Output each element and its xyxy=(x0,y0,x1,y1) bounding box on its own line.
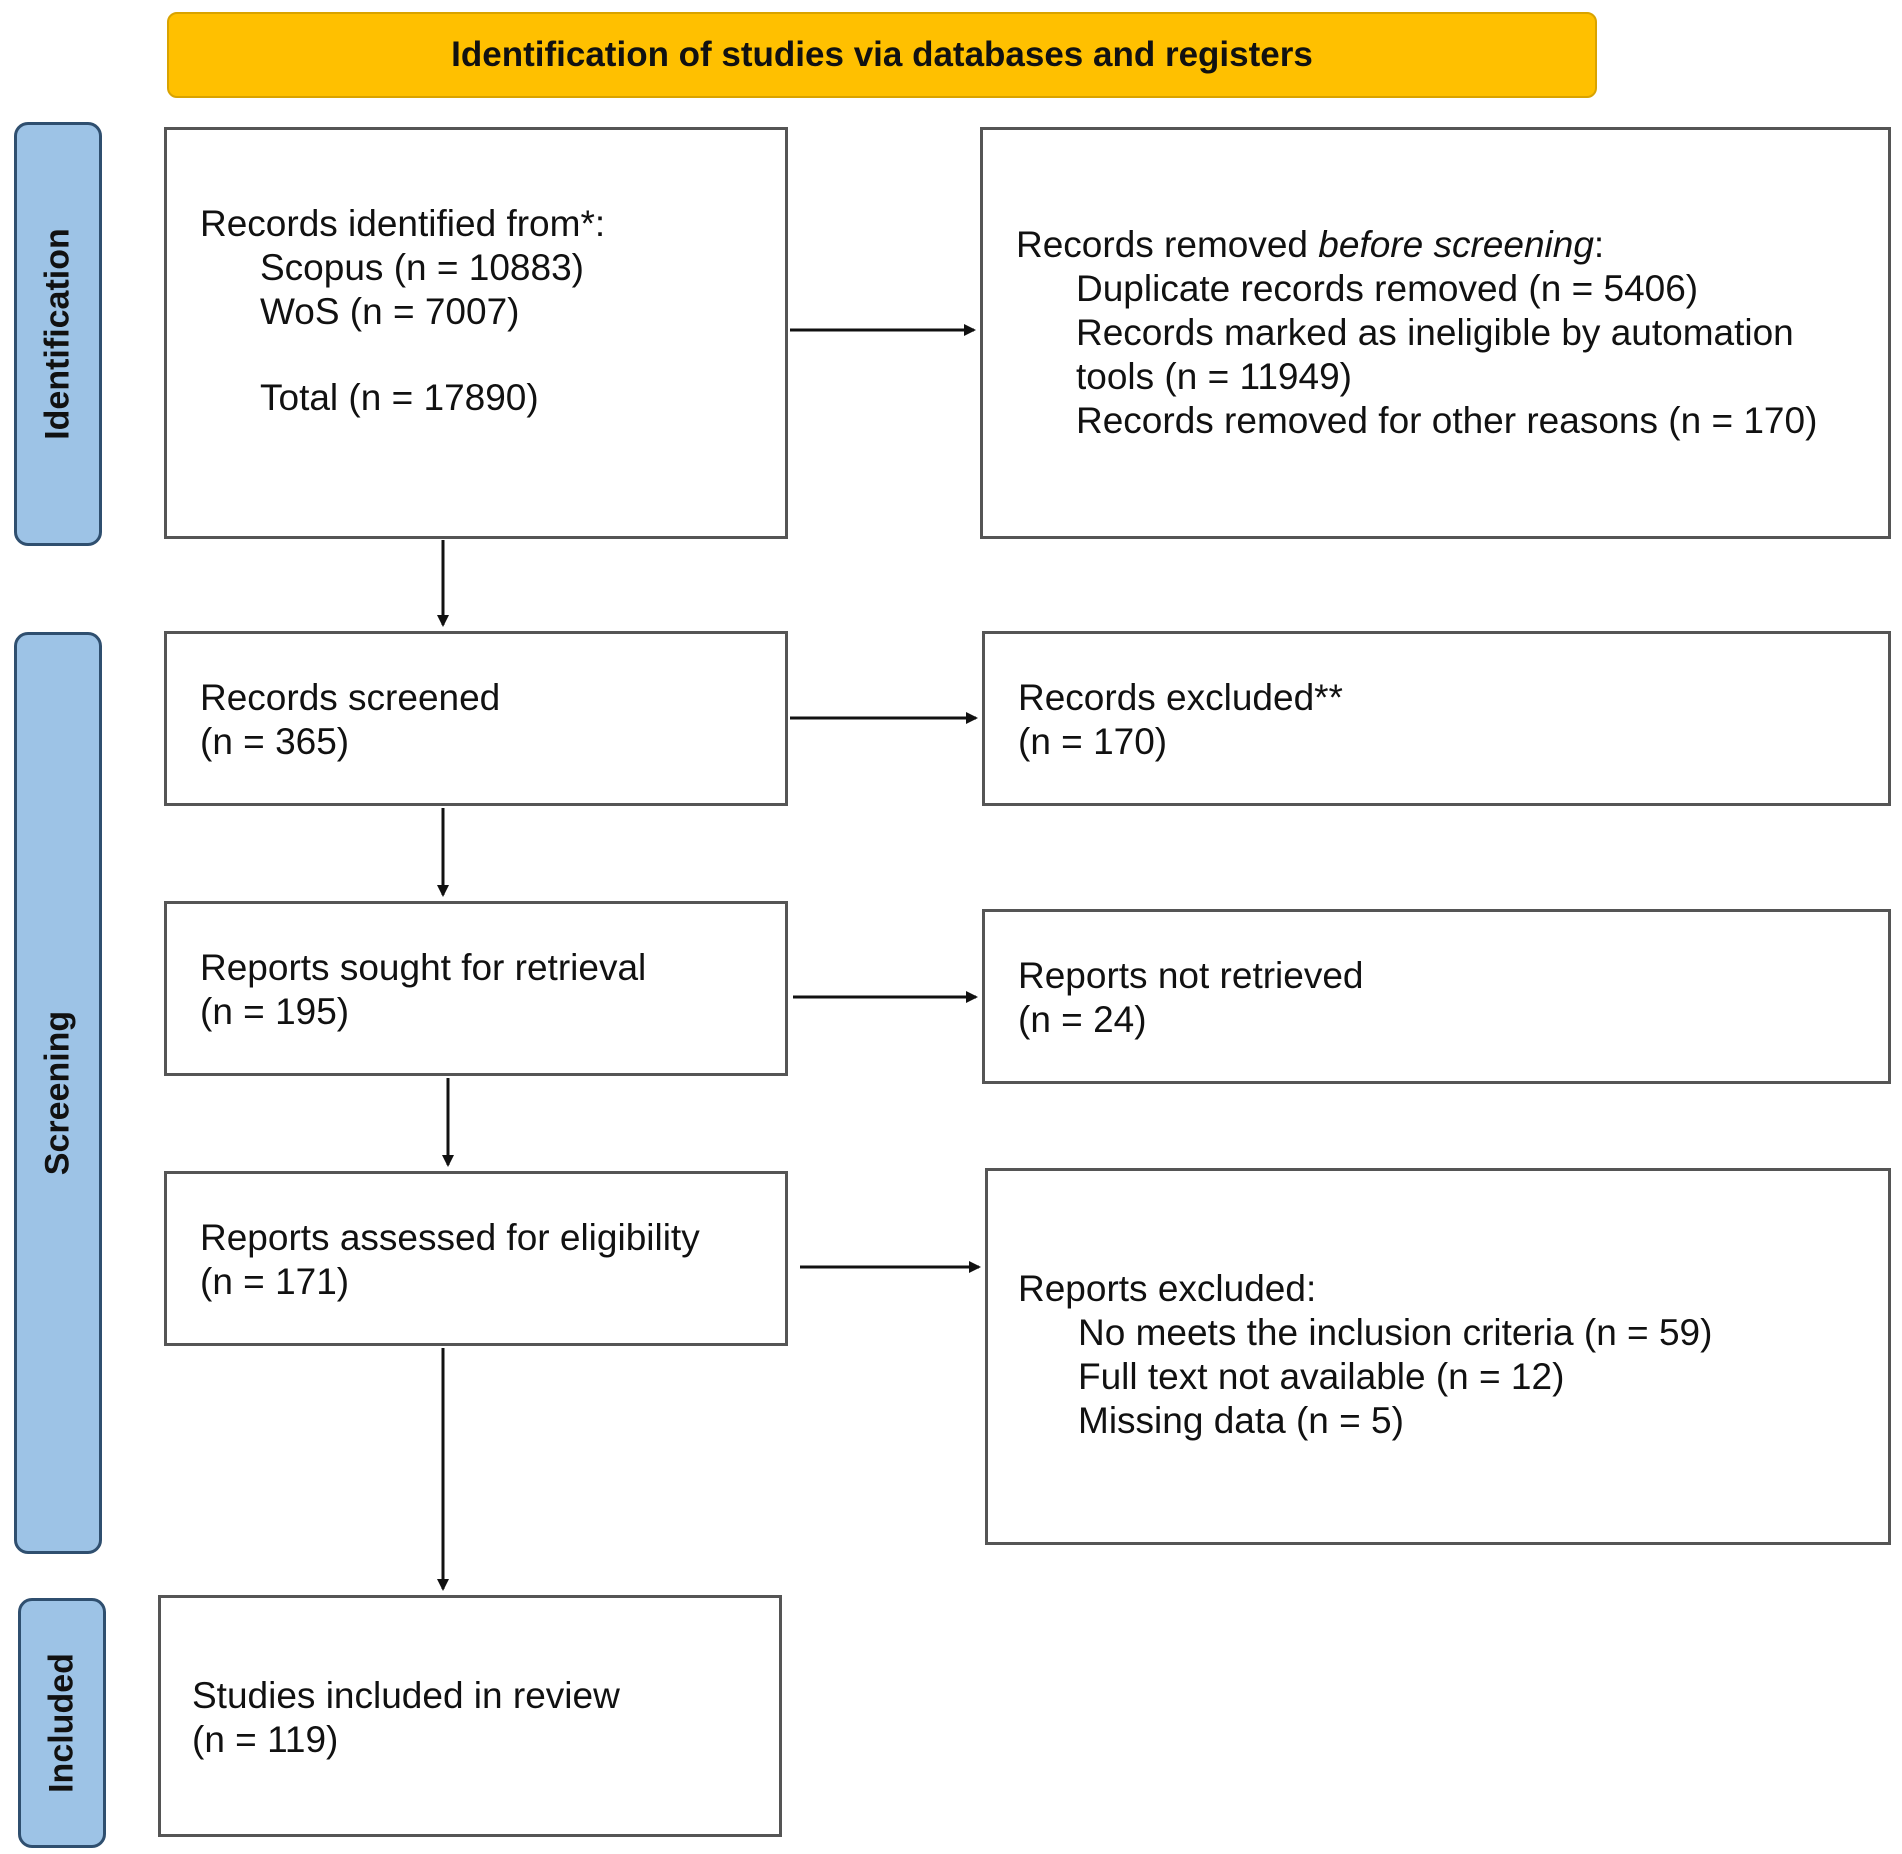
reports-not-retrieved-title: Reports not retrieved xyxy=(1018,955,1364,996)
removed-other: Records removed for other reasons (n = 1… xyxy=(1076,400,1818,441)
phase-screening: Screening xyxy=(14,632,102,1554)
exclusion-reason: Missing data (n = 5) xyxy=(1078,1400,1404,1441)
reports-sought-title: Reports sought for retrieval xyxy=(200,947,647,988)
ineligible-line1: Records marked as ineligible by automati… xyxy=(1076,312,1794,353)
studies-included-count: (n = 119) xyxy=(192,1719,339,1760)
records-excluded-count: (n = 170) xyxy=(1018,721,1168,762)
records-screened-box: Records screened (n = 365) xyxy=(164,631,788,806)
records-total: Total (n = 17890) xyxy=(260,377,539,418)
studies-included-title: Studies included in review xyxy=(192,1675,620,1716)
exclusion-reason: No meets the inclusion criteria (n = 59) xyxy=(1078,1312,1713,1353)
records-screened-title: Records screened xyxy=(200,677,501,718)
exclusion-reason: Full text not available (n = 12) xyxy=(1078,1356,1565,1397)
records-scopus: Scopus (n = 10883) xyxy=(260,247,584,288)
ineligible-line2: tools (n = 11949) xyxy=(1076,356,1352,397)
reports-sought-count: (n = 195) xyxy=(200,991,350,1032)
records-identified-title: Records identified from*: xyxy=(200,203,606,244)
reports-not-retrieved-count: (n = 24) xyxy=(1018,999,1147,1040)
reports-sought-box: Reports sought for retrieval (n = 195) xyxy=(164,901,788,1076)
phase-included: Included xyxy=(18,1598,106,1848)
records-excluded-title: Records excluded** xyxy=(1018,677,1343,718)
reports-not-retrieved-box: Reports not retrieved (n = 24) xyxy=(982,909,1891,1084)
header-title: Identification of studies via databases … xyxy=(451,35,1313,74)
records-removed-box: Records removed before screening: Duplic… xyxy=(980,127,1891,539)
reports-assessed-count: (n = 171) xyxy=(200,1261,350,1302)
reports-assessed-title: Reports assessed for eligibility xyxy=(200,1217,700,1258)
reports-assessed-box: Reports assessed for eligibility (n = 17… xyxy=(164,1171,788,1346)
records-removed-title: Records removed before screening: xyxy=(1016,224,1605,265)
records-excluded-box: Records excluded** (n = 170) xyxy=(982,631,1891,806)
records-removed-title-italic: before screening xyxy=(1318,224,1594,265)
reports-excluded-title: Reports excluded: xyxy=(1018,1268,1317,1309)
phase-identification: Identification xyxy=(14,122,102,546)
records-wos: WoS (n = 7007) xyxy=(260,291,520,332)
reports-excluded-box: Reports excluded: No meets the inclusion… xyxy=(985,1168,1891,1545)
header-banner: Identification of studies via databases … xyxy=(167,12,1597,98)
duplicates-removed: Duplicate records removed (n = 5406) xyxy=(1076,268,1699,309)
studies-included-box: Studies included in review (n = 119) xyxy=(158,1595,782,1837)
records-identified-box: Records identified from*: Scopus (n = 10… xyxy=(164,127,788,539)
records-screened-count: (n = 365) xyxy=(200,721,350,762)
